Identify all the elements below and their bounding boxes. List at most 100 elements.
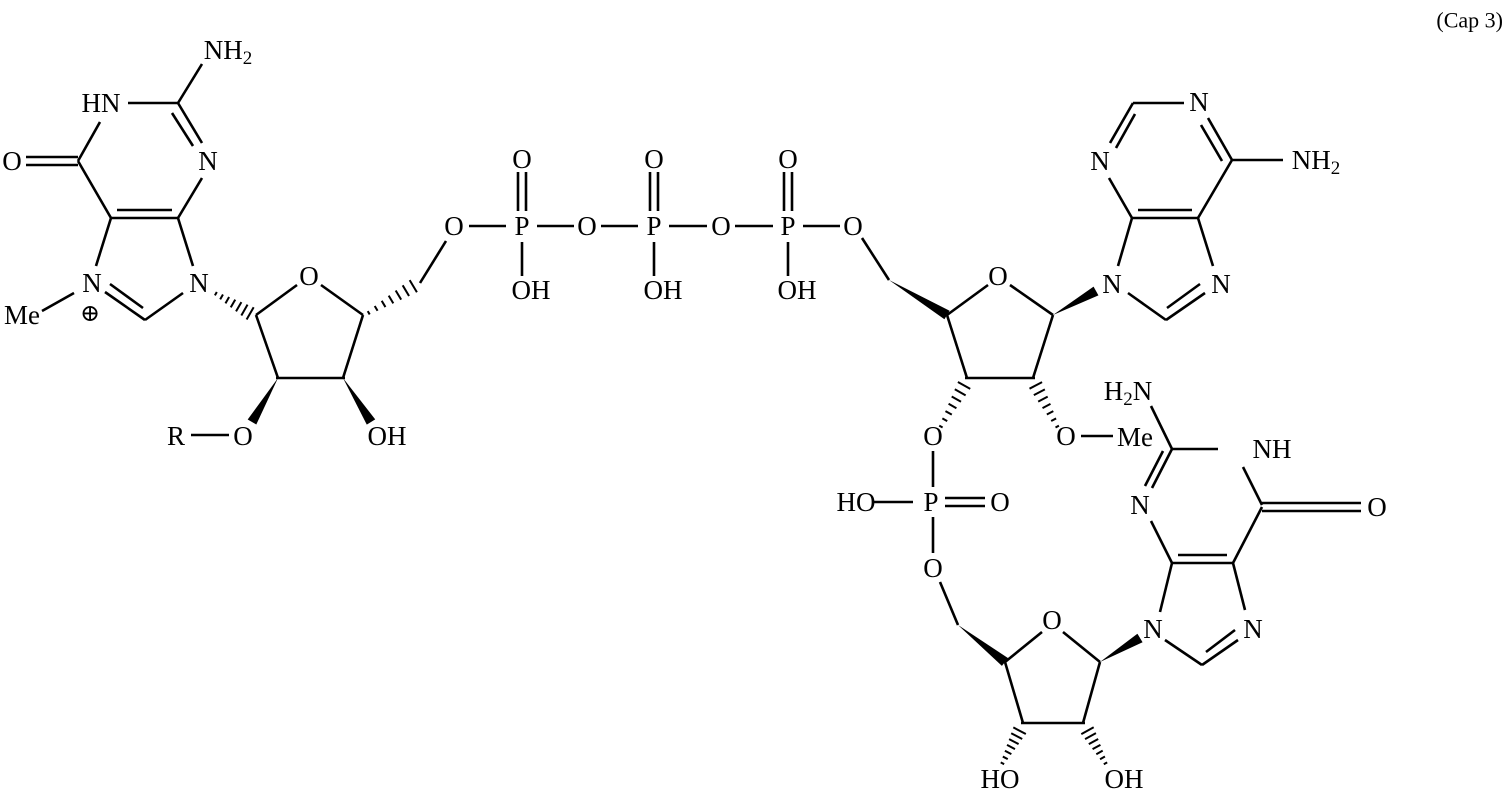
bond-n7-c8-inner xyxy=(1206,630,1235,652)
hash-stroke xyxy=(1043,404,1051,408)
hash-stroke xyxy=(220,295,223,300)
hashed-bond-n9-c1 xyxy=(215,292,254,320)
label-ring-o: O xyxy=(1042,605,1062,635)
hash-stroke xyxy=(1096,751,1102,755)
label-oh3-phosphate: OH xyxy=(778,275,817,305)
bond-c5-n7 xyxy=(1233,563,1245,610)
hash-stroke xyxy=(215,292,217,295)
hash-stroke xyxy=(236,302,241,311)
label-n7: N xyxy=(1243,614,1263,644)
label-ring-o: O xyxy=(988,261,1008,291)
bond-c2-n3-inner xyxy=(172,113,193,146)
bond-o4-c1 xyxy=(1063,632,1100,662)
label-oxo3: O xyxy=(778,144,798,174)
bond-c6-n1 xyxy=(78,122,100,161)
bond-c5-c6 xyxy=(1233,507,1262,563)
hash-stroke xyxy=(241,305,247,316)
label-oxo2: O xyxy=(644,144,664,174)
wedge-bond-c5-c4 xyxy=(889,280,950,319)
label-n3: N xyxy=(1090,146,1110,176)
bond-c3-c4 xyxy=(343,315,363,378)
label-hn: HN xyxy=(82,88,121,118)
label-p1: P xyxy=(514,211,529,241)
hash-stroke xyxy=(1038,397,1048,402)
hash-stroke xyxy=(952,397,961,402)
bond-c2-nh2 xyxy=(178,64,202,103)
hash-stroke xyxy=(1085,733,1096,739)
bond-o4-c1 xyxy=(1010,285,1053,315)
label-o6: O xyxy=(2,146,22,176)
label-n1: N xyxy=(1189,87,1209,117)
label-n7: N xyxy=(82,268,102,298)
hash-stroke xyxy=(375,306,378,311)
hash-stroke xyxy=(389,296,394,304)
hash-stroke xyxy=(1100,757,1105,760)
hashed-bond-c2-o2 xyxy=(1030,382,1059,427)
label-oh2: OH xyxy=(1105,764,1144,792)
bond-c2-n3 xyxy=(178,103,202,143)
hash-stroke xyxy=(410,280,417,292)
hash-stroke xyxy=(247,307,254,319)
bond-c1-c2 xyxy=(1033,315,1053,378)
label-o2: O xyxy=(1056,421,1076,451)
hash-stroke xyxy=(942,418,947,421)
bond-c2-n3-inner xyxy=(1145,451,1163,486)
bond-n9-c4 xyxy=(1160,563,1172,612)
label-o-bridge-1: O xyxy=(577,211,597,241)
label-o6: O xyxy=(1367,492,1387,522)
bond-n1-c6 xyxy=(1208,118,1232,160)
m7g-bonds xyxy=(26,64,446,435)
hash-stroke xyxy=(949,404,957,408)
label-n7: N xyxy=(1211,269,1231,299)
hash-stroke xyxy=(231,300,235,308)
label-n3: N xyxy=(1130,490,1150,520)
label-o-bridge-2: O xyxy=(711,211,731,241)
hash-stroke xyxy=(368,311,370,314)
label-nh: NH xyxy=(1253,434,1292,464)
bond-c5-o5 xyxy=(420,241,446,283)
label-n9: N xyxy=(1143,614,1163,644)
bond-n7-c8 xyxy=(1166,293,1205,320)
hashed-bond-c2-oh xyxy=(1081,727,1107,764)
wedge-bond-c2-o2 xyxy=(248,378,278,425)
bond-c8-n9 xyxy=(145,293,183,320)
hashed-bond-c3-o3 xyxy=(939,382,970,428)
bond-c6-c5 xyxy=(1198,160,1232,218)
bond-n3-c2-inner xyxy=(1116,114,1135,148)
bond-o4-c4 xyxy=(321,285,363,315)
bond-n3-c4 xyxy=(1151,521,1172,563)
wedge-bond-c5-c4 xyxy=(958,625,1008,666)
label-p2: P xyxy=(646,211,661,241)
label-oh3: OH xyxy=(368,421,407,451)
bond-n1-c6-inner xyxy=(1201,125,1222,161)
label-n3: N xyxy=(198,146,218,176)
bond-c4-o4 xyxy=(947,285,988,315)
guanosine-bonds xyxy=(940,406,1361,764)
label-n9: N xyxy=(189,268,209,298)
bond-c2-nh2 xyxy=(1151,406,1172,449)
label-o3: O xyxy=(923,421,943,451)
bond-c4-n3 xyxy=(1109,178,1132,218)
label-oxo1: O xyxy=(512,144,532,174)
bond-c8-n9 xyxy=(1128,293,1166,320)
wedge-bond-c1-n9 xyxy=(1100,634,1143,662)
hash-stroke xyxy=(1081,727,1093,734)
hash-stroke xyxy=(955,389,966,395)
hash-stroke xyxy=(1011,733,1022,739)
label-r: R xyxy=(167,421,185,451)
bond-n7-c8-inner xyxy=(1167,284,1200,308)
bond-c1-c2 xyxy=(256,315,278,378)
hash-stroke xyxy=(1009,739,1018,744)
hash-stroke xyxy=(1013,727,1026,734)
figure-caption: (Cap 3) xyxy=(1436,8,1503,33)
label-ho3: HO xyxy=(981,764,1020,792)
label-nh2: NH2 xyxy=(204,35,253,69)
hash-stroke xyxy=(1047,411,1053,414)
hash-stroke xyxy=(945,411,951,415)
label-nh2: NH2 xyxy=(1292,145,1341,179)
label-o5: O xyxy=(444,211,464,241)
bond-c4-o4 xyxy=(1005,632,1042,662)
wedge-bond-c3-o3 xyxy=(343,378,375,425)
bond-n7-me xyxy=(42,293,74,311)
